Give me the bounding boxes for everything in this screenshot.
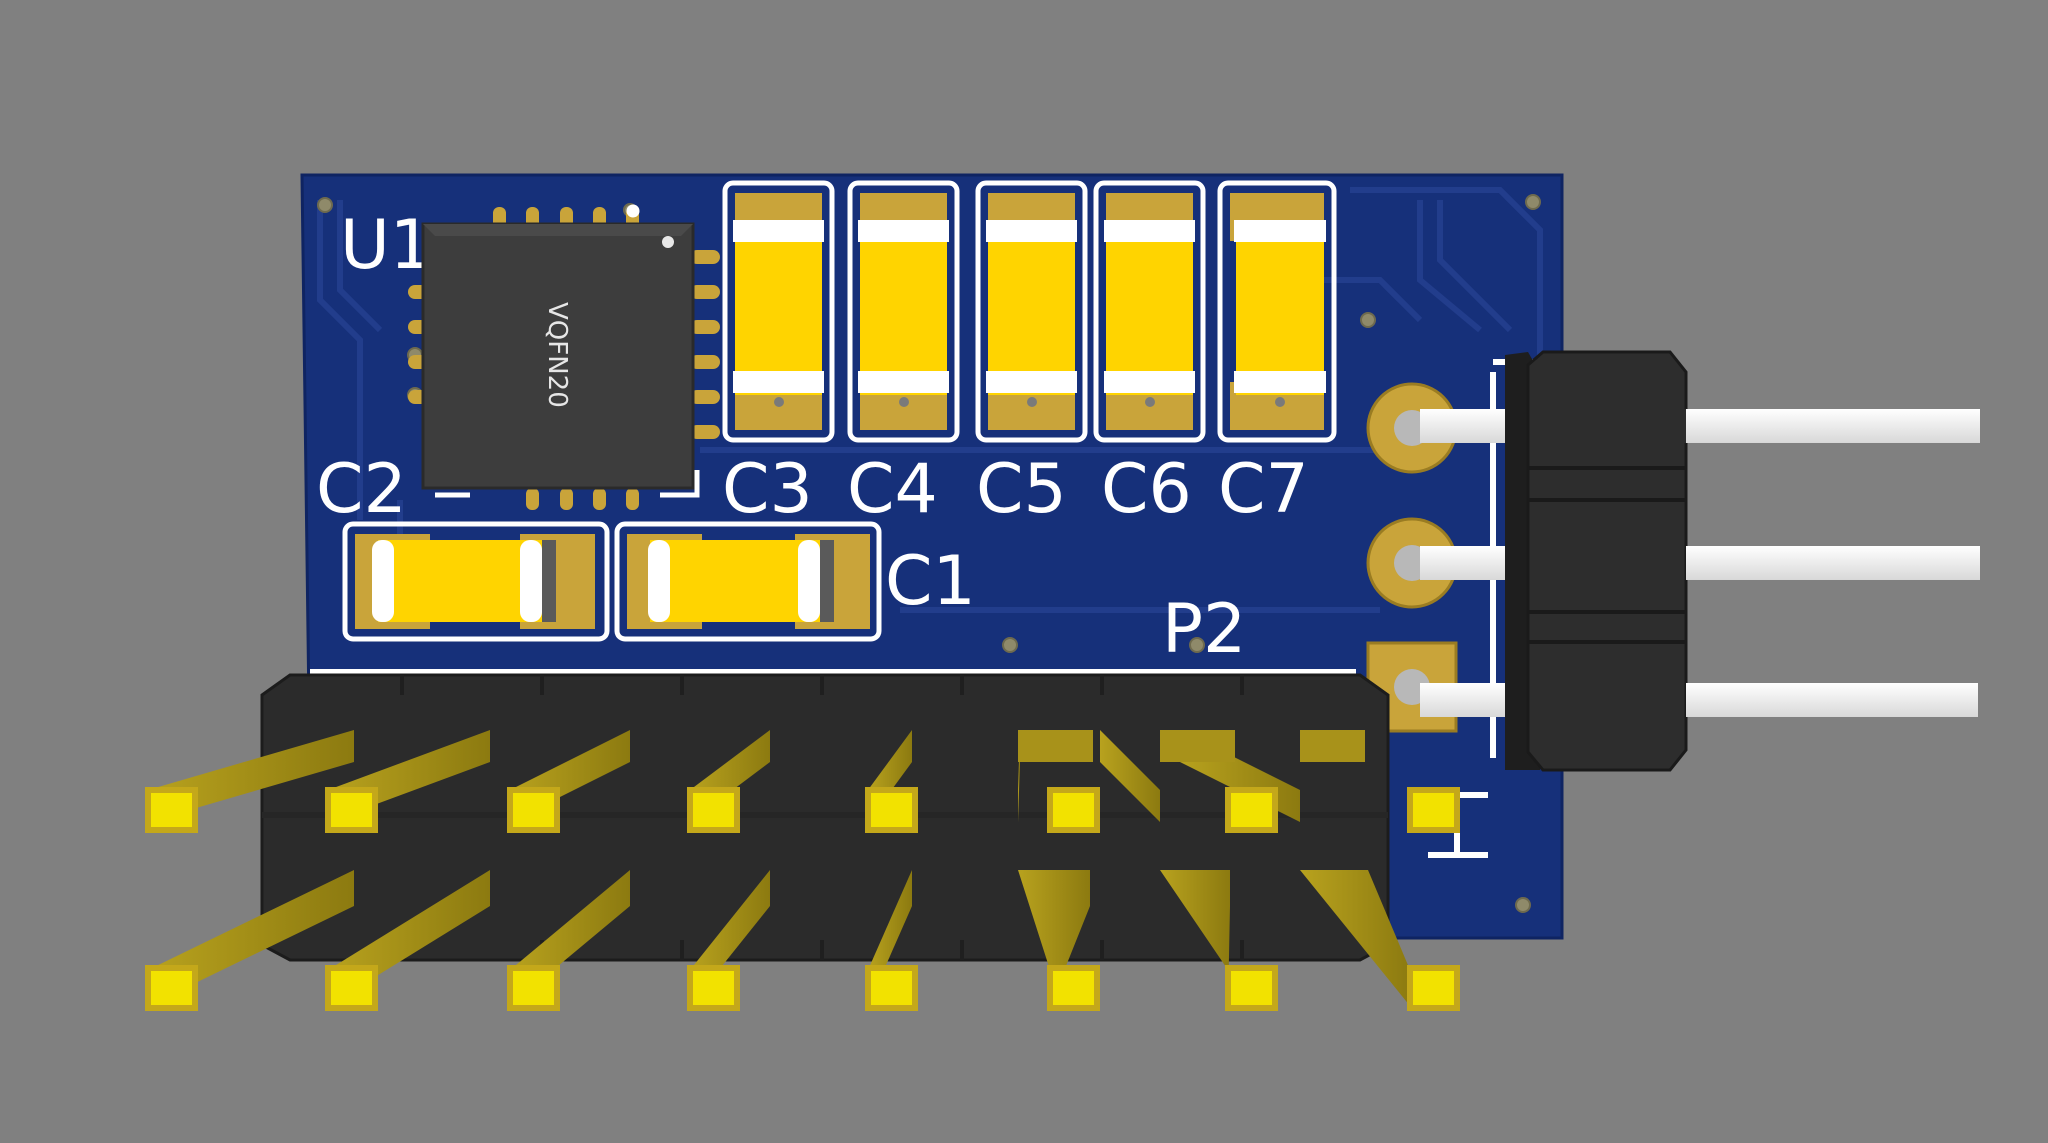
capacitor-c4 (847, 180, 960, 443)
label-u1: U1 (340, 206, 433, 285)
chip-marking: VQFN20 (542, 302, 572, 408)
capacitor-c6 (1093, 180, 1206, 443)
header-p2-2x8 (145, 669, 1460, 1011)
pcb-traces (317, 187, 1543, 613)
label-c3: C3 (722, 450, 813, 529)
capacitor-c2 (342, 521, 610, 642)
capacitor-array (722, 180, 1337, 443)
label-c2: C2 (316, 450, 407, 529)
label-c5: C5 (976, 450, 1067, 529)
label-c7: C7 (1218, 450, 1309, 529)
capacitor-c3 (722, 180, 835, 443)
label-c1: C1 (885, 542, 976, 621)
label-c6: C6 (1101, 450, 1192, 529)
label-c4: C4 (847, 450, 938, 529)
capacitor-c5 (975, 180, 1088, 443)
silkscreen-labels: U1 C2 C3 C4 C5 C6 C7 C1 P2 (316, 206, 1309, 669)
capacitor-c1 (614, 521, 882, 642)
p2-pins-top (145, 730, 1460, 833)
label-p2: P2 (1162, 590, 1246, 669)
p2-pins-bottom (145, 870, 1460, 1011)
capacitor-c7 (1217, 180, 1337, 443)
u1-vqfn20-chip: VQFN20 (408, 204, 720, 510)
